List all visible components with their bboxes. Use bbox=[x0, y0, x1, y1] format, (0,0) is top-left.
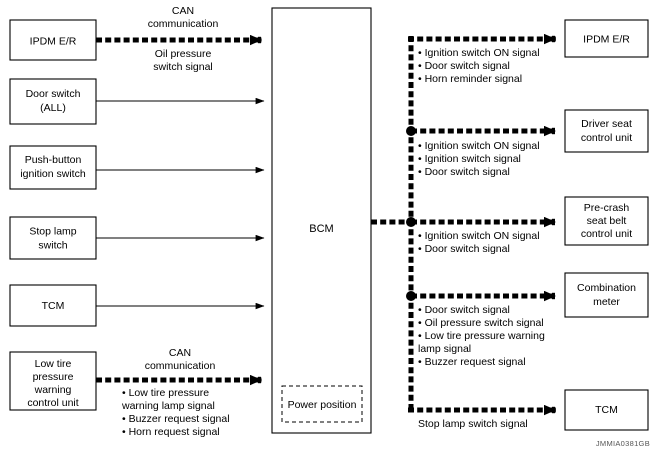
junction-dot-combination-meter bbox=[406, 291, 416, 301]
annotation-ipdm-can-1: communication bbox=[148, 18, 219, 30]
output-label-driver-seat-line-0: Driver seat bbox=[581, 118, 632, 130]
input-block-ipdm-er[interactable]: IPDM E/R bbox=[9, 19, 97, 61]
bcm-box[interactable] bbox=[271, 7, 372, 434]
output-box-tcm[interactable] bbox=[564, 389, 649, 431]
input-block-tcm[interactable]: TCM bbox=[9, 284, 97, 327]
annotation-low-tire-can-1: communication bbox=[145, 360, 216, 372]
junction-dot-driver-seat bbox=[406, 126, 416, 136]
signal-list-combination-meter: • Door switch signal • Oil pressure swit… bbox=[418, 304, 545, 368]
annotation-low-tire-sig-3: • Horn request signal bbox=[122, 426, 220, 438]
power-position-label: Power position bbox=[288, 399, 357, 411]
input-label-low-tire-line-3: control unit bbox=[27, 397, 78, 409]
output-block-combination-meter[interactable]: Combination meter bbox=[564, 272, 649, 318]
input-box-ipdm-er[interactable] bbox=[9, 19, 97, 61]
input-label-stop-lamp-switch-line-0: Stop lamp bbox=[29, 225, 76, 237]
output-label-combination-meter-line-0: Combination bbox=[577, 282, 636, 294]
output-label-pre-crash-line-1: seat belt bbox=[587, 215, 627, 227]
connection-low-tire-to-bcm: CAN communication • Low tire pressure wa… bbox=[96, 347, 262, 438]
annotation-low-tire-sig-2: • Buzzer request signal bbox=[122, 413, 230, 425]
input-block-stop-lamp-switch[interactable]: Stop lamp switch bbox=[9, 216, 97, 260]
output-box-ipdm-er[interactable] bbox=[564, 19, 649, 58]
signal-driver-seat-1: • Ignition switch signal bbox=[418, 153, 521, 165]
annotation-ipdm-oil-1: switch signal bbox=[153, 61, 213, 73]
input-label-door-switch-all-line-0: Door switch bbox=[26, 88, 81, 100]
output-label-pre-crash-line-0: Pre-crash bbox=[584, 202, 630, 214]
output-label-combination-meter-line-1: meter bbox=[593, 296, 620, 308]
input-block-door-switch-all[interactable]: Door switch (ALL) bbox=[9, 78, 97, 125]
connection-bcm-to-combination-meter bbox=[406, 290, 556, 302]
annotation-low-tire-sig-1: warning lamp signal bbox=[121, 400, 215, 412]
signal-combination-meter-2: • Low tire pressure warning bbox=[418, 330, 545, 342]
input-block-push-button-ignition-switch[interactable]: Push-button ignition switch bbox=[9, 145, 97, 190]
input-label-stop-lamp-switch-line-1: switch bbox=[38, 239, 67, 251]
signal-list-pre-crash: • Ignition switch ON signal • Door switc… bbox=[418, 230, 540, 255]
input-box-stop-lamp-switch[interactable] bbox=[9, 216, 97, 260]
input-label-tcm-line-0: TCM bbox=[42, 300, 65, 312]
signal-ipdm-er-out-0: • Ignition switch ON signal bbox=[418, 47, 540, 59]
input-label-low-tire-line-2: warning bbox=[34, 384, 72, 396]
annotation-ipdm-can-0: CAN bbox=[172, 5, 194, 17]
connection-bcm-to-driver-seat bbox=[406, 125, 556, 137]
output-label-ipdm-er-line-0: IPDM E/R bbox=[583, 33, 630, 45]
connection-ipdm-er-to-bcm: CAN communication Oil pressure switch si… bbox=[96, 5, 262, 73]
output-box-combination-meter[interactable] bbox=[564, 272, 649, 318]
input-label-low-tire-line-0: Low tire bbox=[35, 358, 72, 370]
connection-bcm-to-pre-crash bbox=[406, 216, 556, 228]
output-block-tcm[interactable]: TCM bbox=[564, 389, 649, 431]
signal-tcm-out-0: Stop lamp switch signal bbox=[418, 418, 528, 430]
input-block-low-tire-pressure-warning-control-unit[interactable]: Low tire pressure warning control unit bbox=[9, 351, 97, 411]
signal-driver-seat-0: • Ignition switch ON signal bbox=[418, 140, 540, 152]
output-label-driver-seat-line-1: control unit bbox=[581, 132, 632, 144]
input-label-push-button-line-0: Push-button bbox=[25, 154, 82, 166]
signal-list-driver-seat: • Ignition switch ON signal • Ignition s… bbox=[418, 140, 540, 178]
signal-driver-seat-2: • Door switch signal bbox=[418, 166, 510, 178]
output-label-tcm-line-0: TCM bbox=[595, 404, 618, 416]
input-label-ipdm-er-line-0: IPDM E/R bbox=[30, 35, 77, 47]
input-label-door-switch-all-line-1: (ALL) bbox=[40, 102, 66, 114]
input-box-push-button-ignition-switch[interactable] bbox=[9, 145, 97, 190]
input-box-low-tire-pressure-warning-control-unit[interactable] bbox=[9, 351, 97, 411]
output-block-ipdm-er[interactable]: IPDM E/R bbox=[564, 19, 649, 58]
output-block-pre-crash-seat-belt-control-unit[interactable]: Pre-crash seat belt control unit bbox=[564, 196, 649, 246]
signal-list-tcm-out: Stop lamp switch signal bbox=[418, 418, 528, 430]
output-box-driver-seat-control-unit[interactable] bbox=[564, 109, 649, 153]
input-box-door-switch-all[interactable] bbox=[9, 78, 97, 125]
figure-id-watermark: JMMIA0381GB bbox=[596, 439, 650, 448]
power-position-box[interactable] bbox=[281, 385, 363, 423]
signal-combination-meter-1: • Oil pressure switch signal bbox=[418, 317, 544, 329]
signal-list-ipdm-er-out: • Ignition switch ON signal • Door switc… bbox=[418, 47, 540, 85]
signal-pre-crash-0: • Ignition switch ON signal bbox=[418, 230, 540, 242]
annotation-ipdm-oil-0: Oil pressure bbox=[155, 48, 212, 60]
signal-combination-meter-0: • Door switch signal bbox=[418, 304, 510, 316]
annotation-low-tire-sig-0: • Low tire pressure bbox=[122, 387, 209, 399]
output-label-pre-crash-line-2: control unit bbox=[581, 228, 632, 240]
signal-combination-meter-4: • Buzzer request signal bbox=[418, 356, 526, 368]
junction-dot-pre-crash bbox=[406, 217, 416, 227]
output-block-driver-seat-control-unit[interactable]: Driver seat control unit bbox=[564, 109, 649, 153]
signal-combination-meter-3: lamp signal bbox=[418, 343, 471, 355]
output-box-pre-crash-seat-belt-control-unit[interactable] bbox=[564, 196, 649, 246]
bcm-label: BCM bbox=[309, 223, 333, 235]
annotation-low-tire-can-0: CAN bbox=[169, 347, 191, 359]
input-label-push-button-line-1: ignition switch bbox=[20, 168, 86, 180]
signal-pre-crash-1: • Door switch signal bbox=[418, 243, 510, 255]
signal-ipdm-er-out-1: • Door switch signal bbox=[418, 60, 510, 72]
input-label-low-tire-line-1: pressure bbox=[33, 371, 74, 383]
signal-ipdm-er-out-2: • Horn reminder signal bbox=[418, 73, 522, 85]
bcm-block[interactable]: BCM Power position bbox=[271, 7, 372, 434]
